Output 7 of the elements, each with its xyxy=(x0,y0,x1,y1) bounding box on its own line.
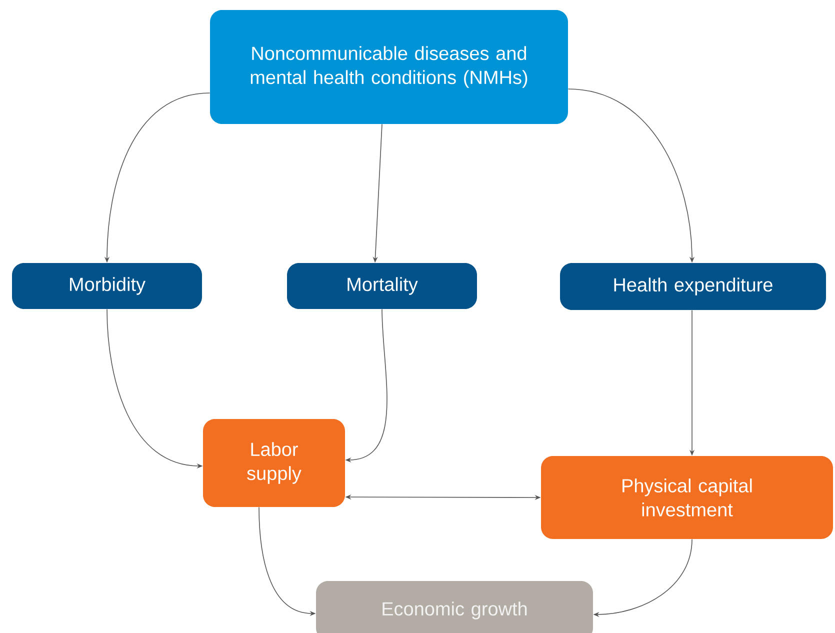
process-box: Noncommunicable diseases and mental health conditions (NMHs) xyxy=(210,10,568,124)
process-box: Economic growth xyxy=(316,581,593,633)
process-box: Morbidity xyxy=(12,263,202,309)
process-box: Health expenditure xyxy=(560,263,826,310)
process-box: Physical capital investment xyxy=(541,456,833,539)
process-box: Mortality xyxy=(287,263,477,309)
process-box: Labor supply xyxy=(203,419,345,507)
